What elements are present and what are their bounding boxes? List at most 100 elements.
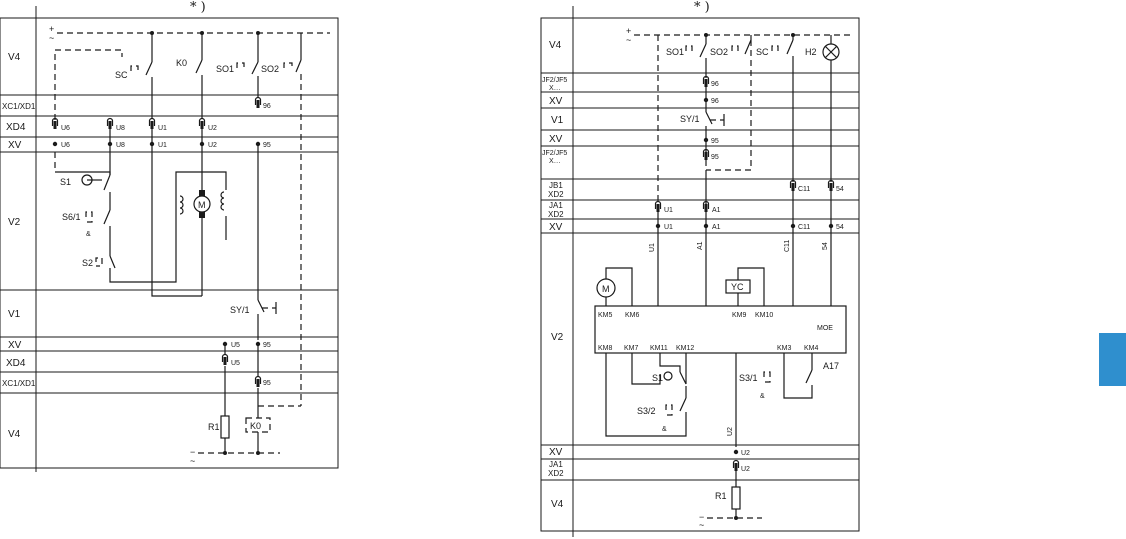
row-label-xc1: XC1/XD1	[2, 102, 36, 111]
svg-text:&: &	[86, 231, 91, 238]
terminal-95: 95	[263, 142, 271, 149]
label-so2: SO2	[710, 47, 728, 57]
terminal-95: 95	[263, 342, 271, 349]
terminal-u2: U2	[741, 450, 750, 457]
terminal-54: 54	[836, 186, 844, 193]
pin-km12: KM12	[676, 345, 694, 352]
label-so1: SO1	[666, 47, 684, 57]
pin-km5: KM5	[598, 312, 613, 319]
terminal-u1: U1	[664, 224, 673, 231]
wire-label-u1: U1	[649, 243, 656, 252]
supply-ac: ~	[49, 33, 54, 43]
label-s2: S2	[82, 258, 93, 268]
row-label-v2: V2	[8, 217, 21, 228]
terminal-95: 95	[711, 154, 719, 161]
supply-ac: ~	[626, 35, 631, 45]
label-r1: R1	[208, 422, 220, 432]
terminal-96: 96	[711, 98, 719, 105]
motor-m: M	[602, 284, 610, 294]
right-wiring-diagram: * ) V4 JF2/JF5 X… XV V1 XV JF2/JF5 X… JB…	[540, 0, 860, 537]
pin-km10: KM10	[755, 312, 773, 319]
label-so1: SO1	[216, 64, 234, 74]
terminal-u2: U2	[208, 142, 217, 149]
label-sy1: SY/1	[230, 305, 250, 315]
row-label-v4: V4	[8, 429, 21, 440]
wire-label-54: 54	[822, 242, 829, 250]
coil-yc: YC	[731, 282, 744, 292]
label-s1: S1	[652, 373, 663, 383]
supply-minus: −	[190, 447, 195, 457]
label-so2: SO2	[261, 64, 279, 74]
terminal-95: 95	[711, 138, 719, 145]
terminal-u1: U1	[158, 125, 167, 132]
terminal-u1: U1	[664, 207, 673, 214]
row-label-jb1: JB1	[549, 181, 563, 190]
motor-m: M	[198, 200, 206, 210]
row-label-ja1: JA1	[549, 201, 563, 210]
terminal-u5: U5	[231, 342, 240, 349]
row-label-xv: XV	[549, 134, 563, 145]
terminal-u1: U1	[158, 142, 167, 149]
label-r1: R1	[715, 491, 727, 501]
supply-plus: +	[49, 24, 54, 34]
svg-text:&: &	[760, 393, 765, 400]
pin-km9: KM9	[732, 312, 747, 319]
pin-km8: KM8	[598, 345, 613, 352]
label-sc: SC	[115, 70, 128, 80]
row-label-xd2: XD2	[548, 190, 564, 199]
row-label-xd2: XD2	[548, 210, 564, 219]
terminal-u8: U8	[116, 125, 125, 132]
terminal-c11: C11	[798, 186, 810, 193]
label-s1: S1	[60, 177, 71, 187]
pin-km4: KM4	[804, 345, 819, 352]
label-moe: MOE	[817, 325, 833, 332]
wire-label-c11: C11	[784, 240, 791, 252]
row-label-xd4: XD4	[6, 122, 26, 133]
terminal-96: 96	[263, 103, 271, 110]
terminal-u8: U8	[116, 142, 125, 149]
right-note: * )	[694, 0, 710, 15]
row-label-x: X…	[549, 85, 561, 92]
pin-km11: KM11	[650, 345, 668, 352]
terminal-u5: U5	[231, 360, 240, 367]
row-label-xv: XV	[549, 96, 563, 107]
pin-km3: KM3	[777, 345, 792, 352]
label-s31: S3/1	[739, 373, 758, 383]
row-label-v1: V1	[551, 115, 564, 126]
supply-plus: +	[626, 26, 631, 36]
row-label-xv: XV	[8, 340, 22, 351]
row-label-jf: JF2/JF5	[542, 77, 567, 84]
label-a17: A17	[823, 361, 839, 371]
terminal-96: 96	[711, 81, 719, 88]
row-label-v1: V1	[8, 309, 21, 320]
row-label-v4: V4	[551, 499, 564, 510]
row-label-xv: XV	[549, 447, 563, 458]
row-label-ja1: JA1	[549, 460, 563, 469]
row-label-xd4: XD4	[6, 358, 26, 369]
label-s32: S3/2	[637, 406, 656, 416]
wire-label-u2: U2	[727, 427, 734, 436]
left-note: * )	[190, 0, 206, 15]
row-label-v2: V2	[551, 332, 564, 343]
svg-text:&: &	[662, 426, 667, 433]
terminal-a1: A1	[712, 224, 721, 231]
label-sc: SC	[756, 47, 769, 57]
supply-ac: ~	[699, 520, 704, 530]
label-sy1: SY/1	[680, 114, 700, 124]
pin-km7: KM7	[624, 345, 639, 352]
row-label-xv: XV	[8, 140, 22, 151]
terminal-u6: U6	[61, 142, 70, 149]
terminal-u2: U2	[741, 466, 750, 473]
supply-ac: ~	[190, 456, 195, 466]
row-label-xv: XV	[549, 222, 563, 233]
label-h2: H2	[805, 47, 817, 57]
terminal-c11: C11	[798, 224, 810, 231]
pin-km6: KM6	[625, 312, 640, 319]
row-label-jf: JF2/JF5	[542, 150, 567, 157]
row-label-v4: V4	[549, 40, 562, 51]
left-wiring-diagram: * ) V4 XC1/XD1 XD4 XV V2 V1 XV XD4 XC1/X…	[0, 0, 339, 472]
supply-minus: −	[699, 512, 704, 522]
terminal-95: 95	[263, 380, 271, 387]
row-label-xd2: XD2	[548, 469, 564, 478]
row-label-xc1: XC1/XD1	[2, 379, 36, 388]
